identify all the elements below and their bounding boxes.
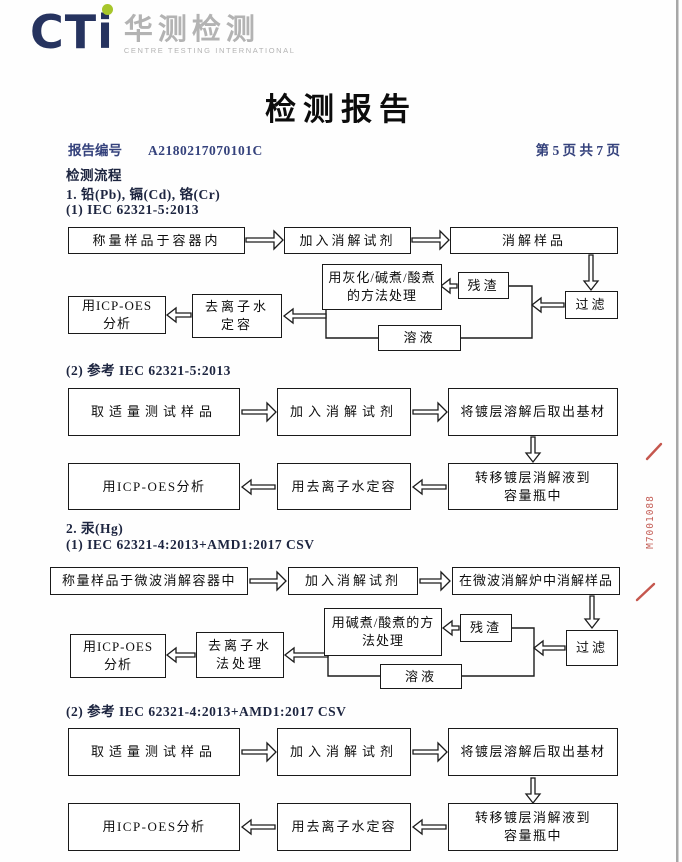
flow4-box-dilute: 用去离子水定容 bbox=[277, 803, 411, 851]
cti-logo-text: CTi bbox=[30, 4, 114, 59]
flow2-box-transfer: 转移镀层消解液到 容量瓶中 bbox=[448, 463, 618, 510]
report-number: 报告编号 A2180217070101C bbox=[68, 139, 263, 159]
arrow-left-icon bbox=[282, 307, 327, 325]
flow1-box-digest-sample: 消解样品 bbox=[450, 227, 618, 254]
flow2-box-dilute: 用去离子水定容 bbox=[277, 463, 411, 510]
flow3-box-residue: 残渣 bbox=[460, 614, 512, 642]
arrow-right-icon bbox=[412, 741, 448, 763]
arrow-down-icon bbox=[524, 436, 542, 464]
arrow-left-icon bbox=[411, 818, 447, 836]
heading-section2-method1: (1) IEC 62321-4:2013+AMD1:2017 CSV bbox=[66, 537, 315, 552]
heading-section2: 2. 汞(Hg) bbox=[66, 521, 124, 536]
flow1-box-residue: 残渣 bbox=[458, 272, 509, 299]
flow3-box-filter: 过滤 bbox=[566, 630, 618, 666]
cti-logo-letters: CTi bbox=[30, 5, 114, 59]
flow2-arrows bbox=[240, 401, 542, 496]
arrow-left-icon bbox=[240, 478, 276, 496]
flow4-box-take-sample: 取适量测试样品 bbox=[68, 728, 240, 776]
arrow-right-icon bbox=[419, 570, 451, 592]
flow2-box-icp-analysis: 用ICP-OES分析 bbox=[68, 463, 240, 510]
flow2-box-take-sample: 取适量测试样品 bbox=[68, 388, 240, 436]
flow3-connector-lines bbox=[327, 627, 535, 677]
flow1-connector-lines bbox=[325, 285, 533, 339]
flow3-box-icp-analysis: 用ICP-OES 分析 bbox=[70, 634, 166, 678]
flow1-box-ash-treatment: 用灰化/碱煮/酸煮 的方法处理 bbox=[322, 264, 442, 310]
red-stamp-mark: M7001088 bbox=[635, 442, 663, 602]
page-edge-line bbox=[676, 0, 679, 862]
flow4-box-add-reagent: 加入消解试剂 bbox=[277, 728, 411, 776]
flow1-box-weigh-sample: 称量样品于容器内 bbox=[68, 227, 245, 254]
arrow-down-icon bbox=[524, 777, 542, 805]
flow1-arrows bbox=[165, 229, 600, 325]
page-title: 检测报告 bbox=[265, 92, 417, 127]
arrow-down-icon bbox=[582, 254, 600, 292]
arrow-left-icon bbox=[240, 818, 276, 836]
flow4-box-transfer: 转移镀层消解液到 容量瓶中 bbox=[448, 803, 618, 851]
arrow-left-icon bbox=[530, 296, 565, 314]
flow1-box-filter: 过滤 bbox=[565, 291, 618, 319]
arrow-right-icon bbox=[241, 401, 277, 423]
logo-chinese-name: 华测检测 bbox=[123, 12, 260, 46]
logo-green-dot-icon bbox=[101, 4, 113, 15]
flow1-box-add-reagent: 加入消解试剂 bbox=[284, 227, 411, 254]
cti-logo: CTi 华测检测 CENTRE TESTING INTERNATIONAL bbox=[30, 4, 296, 59]
flow3-box-add-reagent: 加入消解试剂 bbox=[288, 567, 418, 595]
flow3-arrows bbox=[165, 570, 601, 664]
arrow-left-icon bbox=[165, 306, 192, 324]
flow1-box-dilute: 去离子水 定容 bbox=[192, 294, 282, 338]
flow1-box-solution: 溶液 bbox=[378, 325, 461, 351]
heading-section2-method2: (2) 参考 IEC 62321-4:2013+AMD1:2017 CSV bbox=[66, 704, 347, 719]
flow2-box-add-reagent: 加入消解试剂 bbox=[277, 388, 411, 436]
report-meta-row: 报告编号 A2180217070101C 第 5 页 共 7 页 bbox=[68, 139, 620, 159]
arrow-left-icon bbox=[532, 639, 566, 657]
arrow-right-icon bbox=[245, 229, 284, 251]
flow4-arrows bbox=[240, 741, 542, 836]
flow4-box-icp-analysis: 用ICP-OES分析 bbox=[68, 803, 240, 851]
arrow-right-icon bbox=[411, 229, 450, 251]
flow3-box-weigh-sample: 称量样品于微波消解容器中 bbox=[50, 567, 248, 595]
arrow-left-icon bbox=[439, 277, 458, 295]
heading-section1-method2: (2) 参考 IEC 62321-5:2013 bbox=[66, 363, 231, 378]
arrow-right-icon bbox=[249, 570, 287, 592]
flow3-box-dilute: 去离子水 法处理 bbox=[196, 632, 284, 678]
flow3-box-solution: 溶液 bbox=[380, 664, 462, 689]
flow1-box-icp-analysis: 用ICP-OES 分析 bbox=[68, 296, 166, 334]
report-number-value: A2180217070101C bbox=[148, 143, 263, 158]
arrow-down-icon bbox=[583, 595, 601, 630]
logo-wordmark: 华测检测 CENTRE TESTING INTERNATIONAL bbox=[124, 8, 296, 55]
arrow-right-icon bbox=[412, 401, 448, 423]
report-number-label: 报告编号 bbox=[68, 143, 122, 158]
flow3-box-alkali-treatment: 用碱煮/酸煮的方 法处理 bbox=[324, 608, 442, 656]
flow2-box-dissolve-coating: 将镀层溶解后取出基材 bbox=[448, 388, 618, 436]
arrow-left-icon bbox=[441, 619, 460, 637]
arrow-right-icon bbox=[241, 741, 277, 763]
stamp-code-text: M7001088 bbox=[645, 495, 656, 549]
heading-test-flow: 检测流程 bbox=[66, 168, 122, 183]
arrow-left-icon bbox=[165, 646, 196, 664]
flow4-box-dissolve-coating: 将镀层溶解后取出基材 bbox=[448, 728, 618, 776]
page-indicator: 第 5 页 共 7 页 bbox=[535, 143, 620, 158]
arrow-left-icon bbox=[283, 646, 329, 664]
arrow-left-icon bbox=[411, 478, 447, 496]
heading-section1: 1. 铅(Pb), 镉(Cd), 铬(Cr) bbox=[66, 187, 221, 202]
logo-english-name: CENTRE TESTING INTERNATIONAL bbox=[123, 46, 296, 55]
heading-section1-method1: (1) IEC 62321-5:2013 bbox=[66, 202, 199, 217]
flow3-box-digest-sample: 在微波消解炉中消解样品 bbox=[452, 567, 620, 595]
